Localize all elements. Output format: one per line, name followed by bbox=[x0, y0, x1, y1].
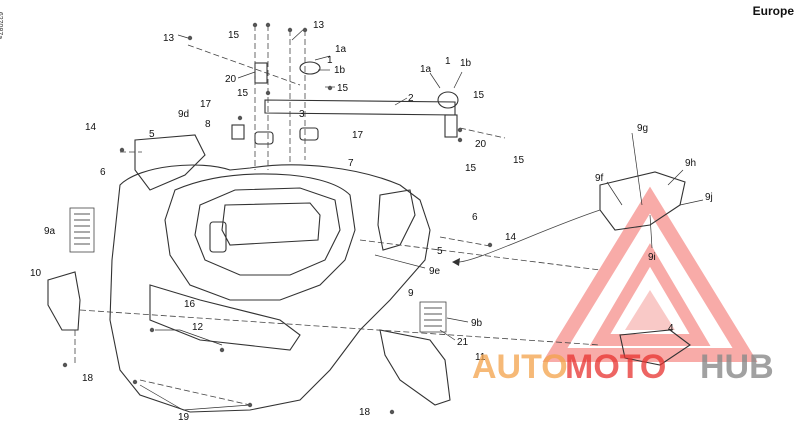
watermark-logo bbox=[542, 186, 758, 362]
callout-1a-b: 1a bbox=[420, 64, 432, 75]
fasteners bbox=[62, 22, 493, 415]
callout-20-a: 20 bbox=[225, 74, 237, 85]
callout-12: 12 bbox=[192, 322, 204, 333]
callout-9d: 9d bbox=[178, 109, 189, 120]
callout-9b: 9b bbox=[471, 318, 483, 329]
callout-18-a: 18 bbox=[82, 373, 94, 384]
callout-9a: 9a bbox=[44, 226, 56, 237]
callout-labels: 13 13 15 1a 1 1b 20 15 15 1a 1 1b 2 15 2… bbox=[30, 20, 713, 423]
callout-18-b: 18 bbox=[359, 407, 371, 418]
callout-14-b: 14 bbox=[505, 232, 517, 243]
callout-3: 3 bbox=[299, 109, 305, 120]
callout-15-d: 15 bbox=[473, 90, 485, 101]
region-label: Europe bbox=[752, 4, 794, 18]
callout-1-a: 1 bbox=[327, 55, 333, 66]
callout-11: 11 bbox=[475, 352, 486, 363]
callout-5-b: 5 bbox=[437, 246, 443, 257]
callout-4: 4 bbox=[668, 323, 674, 334]
callout-15-e: 15 bbox=[513, 155, 525, 166]
callout-8: 8 bbox=[205, 119, 211, 130]
callout-1b-a: 1b bbox=[334, 65, 346, 76]
callout-13-b: 13 bbox=[313, 20, 325, 31]
watermark-brand: AUTO MOTO HUB bbox=[472, 348, 774, 386]
callout-9i: 9i bbox=[648, 252, 656, 263]
callout-6-b: 6 bbox=[472, 212, 478, 223]
leader-lines bbox=[139, 27, 704, 411]
arrow-head bbox=[452, 258, 460, 266]
callout-6-a: 6 bbox=[100, 167, 106, 178]
callout-7: 7 bbox=[348, 158, 354, 169]
callout-13-a: 13 bbox=[163, 33, 175, 44]
callout-15-a: 15 bbox=[228, 30, 240, 41]
callout-21: 21 bbox=[457, 337, 469, 348]
arrow-curve bbox=[454, 209, 601, 263]
body-panel bbox=[47, 61, 691, 413]
callout-15-c: 15 bbox=[337, 83, 349, 94]
callout-5-a: 5 bbox=[149, 129, 155, 140]
callout-9j: 9j bbox=[705, 192, 713, 203]
callout-9f: 9f bbox=[595, 173, 604, 184]
callout-15-b: 15 bbox=[237, 88, 249, 99]
assembly-lines bbox=[74, 25, 601, 406]
callout-10: 10 bbox=[30, 268, 42, 279]
callout-17-b: 17 bbox=[352, 130, 364, 141]
callout-9e: 9e bbox=[429, 266, 441, 277]
callout-15-f: 15 bbox=[465, 163, 477, 174]
callout-19: 19 bbox=[178, 412, 190, 423]
callout-9g: 9g bbox=[637, 123, 648, 134]
callout-1-b: 1 bbox=[445, 56, 451, 67]
callout-20-b: 20 bbox=[475, 139, 487, 150]
callout-9h: 9h bbox=[685, 158, 696, 169]
watermark-auto: AUTO bbox=[472, 348, 568, 386]
watermark-hub: HUB bbox=[700, 348, 774, 386]
callout-2: 2 bbox=[408, 93, 414, 104]
callout-1a-a: 1a bbox=[335, 44, 347, 55]
callout-16: 16 bbox=[184, 299, 196, 310]
callout-17-a: 17 bbox=[200, 99, 212, 110]
callout-9: 9 bbox=[408, 288, 414, 299]
callout-1b-b: 1b bbox=[460, 58, 472, 69]
decal-labels bbox=[69, 207, 447, 333]
callout-14-a: 14 bbox=[85, 122, 97, 133]
watermark-moto: MOTO bbox=[565, 348, 666, 386]
